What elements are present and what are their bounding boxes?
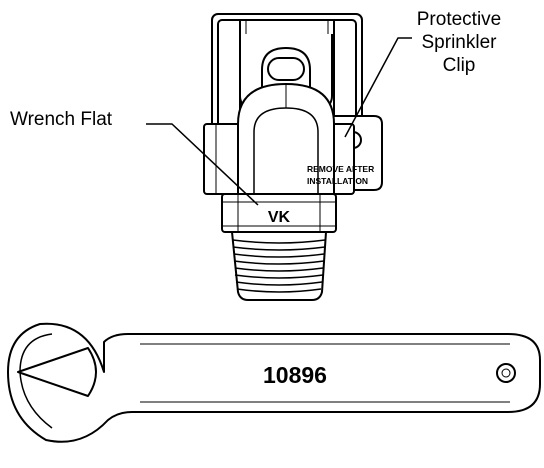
brand-mark: VK <box>268 209 291 226</box>
callout-leaders <box>146 37 412 206</box>
clip-leader-line <box>344 37 412 138</box>
threaded-nipple <box>231 231 327 301</box>
protective-clip-callout: Protective Sprinkler Clip <box>400 8 518 77</box>
sprinkler-frame <box>239 34 333 121</box>
clip-label-line1: Protective <box>416 9 502 30</box>
clip-text-line1: REMOVE AFTER <box>307 164 374 174</box>
wrench-number: 10896 <box>263 362 327 388</box>
wrench-flat-callout: Wrench Flat <box>10 109 113 130</box>
clip-text-line2: INSTALLATION <box>307 176 368 186</box>
wrench-flat-leader-line <box>146 123 259 206</box>
sprinkler-wrench <box>7 322 541 443</box>
clip-label-line3: Clip <box>442 55 476 76</box>
wrench-jaw-opening <box>17 347 97 397</box>
clip-label-line2: Sprinkler <box>421 32 497 53</box>
sprinkler-body <box>203 83 355 195</box>
